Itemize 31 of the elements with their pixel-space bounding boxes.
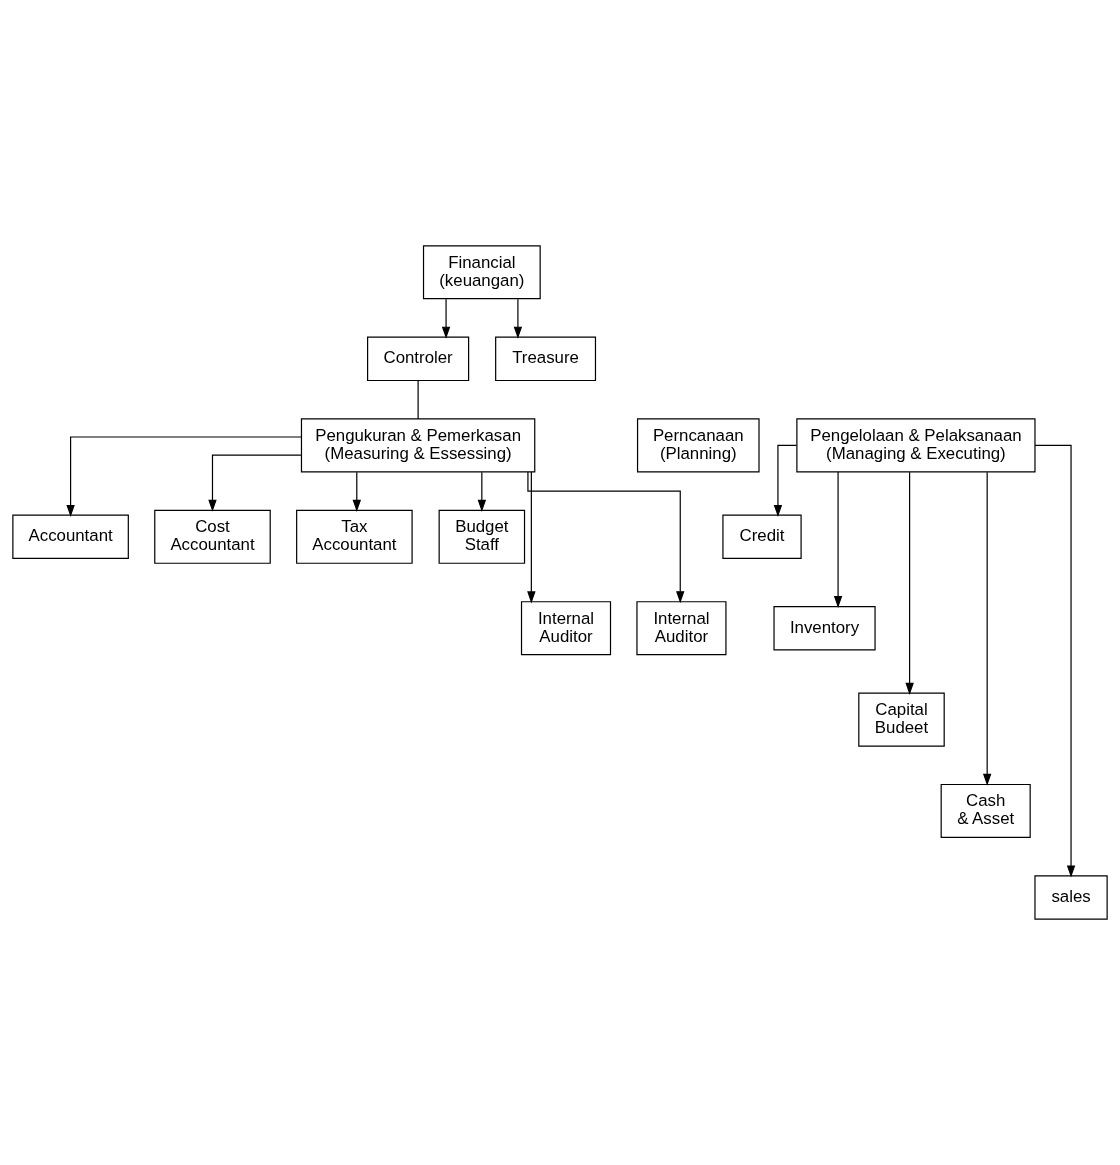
arrow bbox=[1034, 444, 1076, 878]
arrow bbox=[527, 471, 685, 604]
arrow bbox=[513, 298, 523, 339]
node-box: Credit bbox=[722, 514, 802, 560]
node-box: Pengelolaan & Pelaksanaan (Managing & Executing) bbox=[796, 418, 1036, 473]
node-box: Accountant bbox=[12, 514, 129, 560]
arrow bbox=[905, 471, 914, 695]
arrow bbox=[527, 471, 536, 604]
connector bbox=[417, 380, 419, 420]
arrow bbox=[66, 436, 303, 517]
node-box: Internal Auditor bbox=[520, 601, 612, 656]
arrow bbox=[441, 298, 451, 339]
node-box: Cash & Asset bbox=[940, 783, 1031, 838]
node-box: Controler bbox=[367, 336, 470, 382]
arrow bbox=[982, 471, 992, 786]
node-box: Financial (keuangan) bbox=[422, 245, 541, 300]
node-box: Cost Accountant bbox=[154, 509, 271, 564]
node-box: Treasure bbox=[495, 336, 597, 382]
node-box: Inventory bbox=[773, 605, 876, 651]
node-box: Pengukuran & Pemerkasan (Measuring & Essessing) bbox=[300, 418, 536, 473]
node-box: Capital Budeet bbox=[858, 692, 945, 747]
arrow bbox=[477, 471, 487, 512]
node-box: Tax Accountant bbox=[296, 509, 413, 564]
arrow bbox=[833, 471, 843, 608]
node-box: Internal Auditor bbox=[636, 601, 727, 656]
arrow bbox=[352, 471, 361, 512]
arrow bbox=[208, 454, 302, 512]
node-box: Perncanaan (Planning) bbox=[636, 418, 760, 473]
node-box: sales bbox=[1034, 875, 1108, 920]
node-box: Budget Staff bbox=[438, 509, 526, 564]
arrow bbox=[773, 444, 798, 517]
